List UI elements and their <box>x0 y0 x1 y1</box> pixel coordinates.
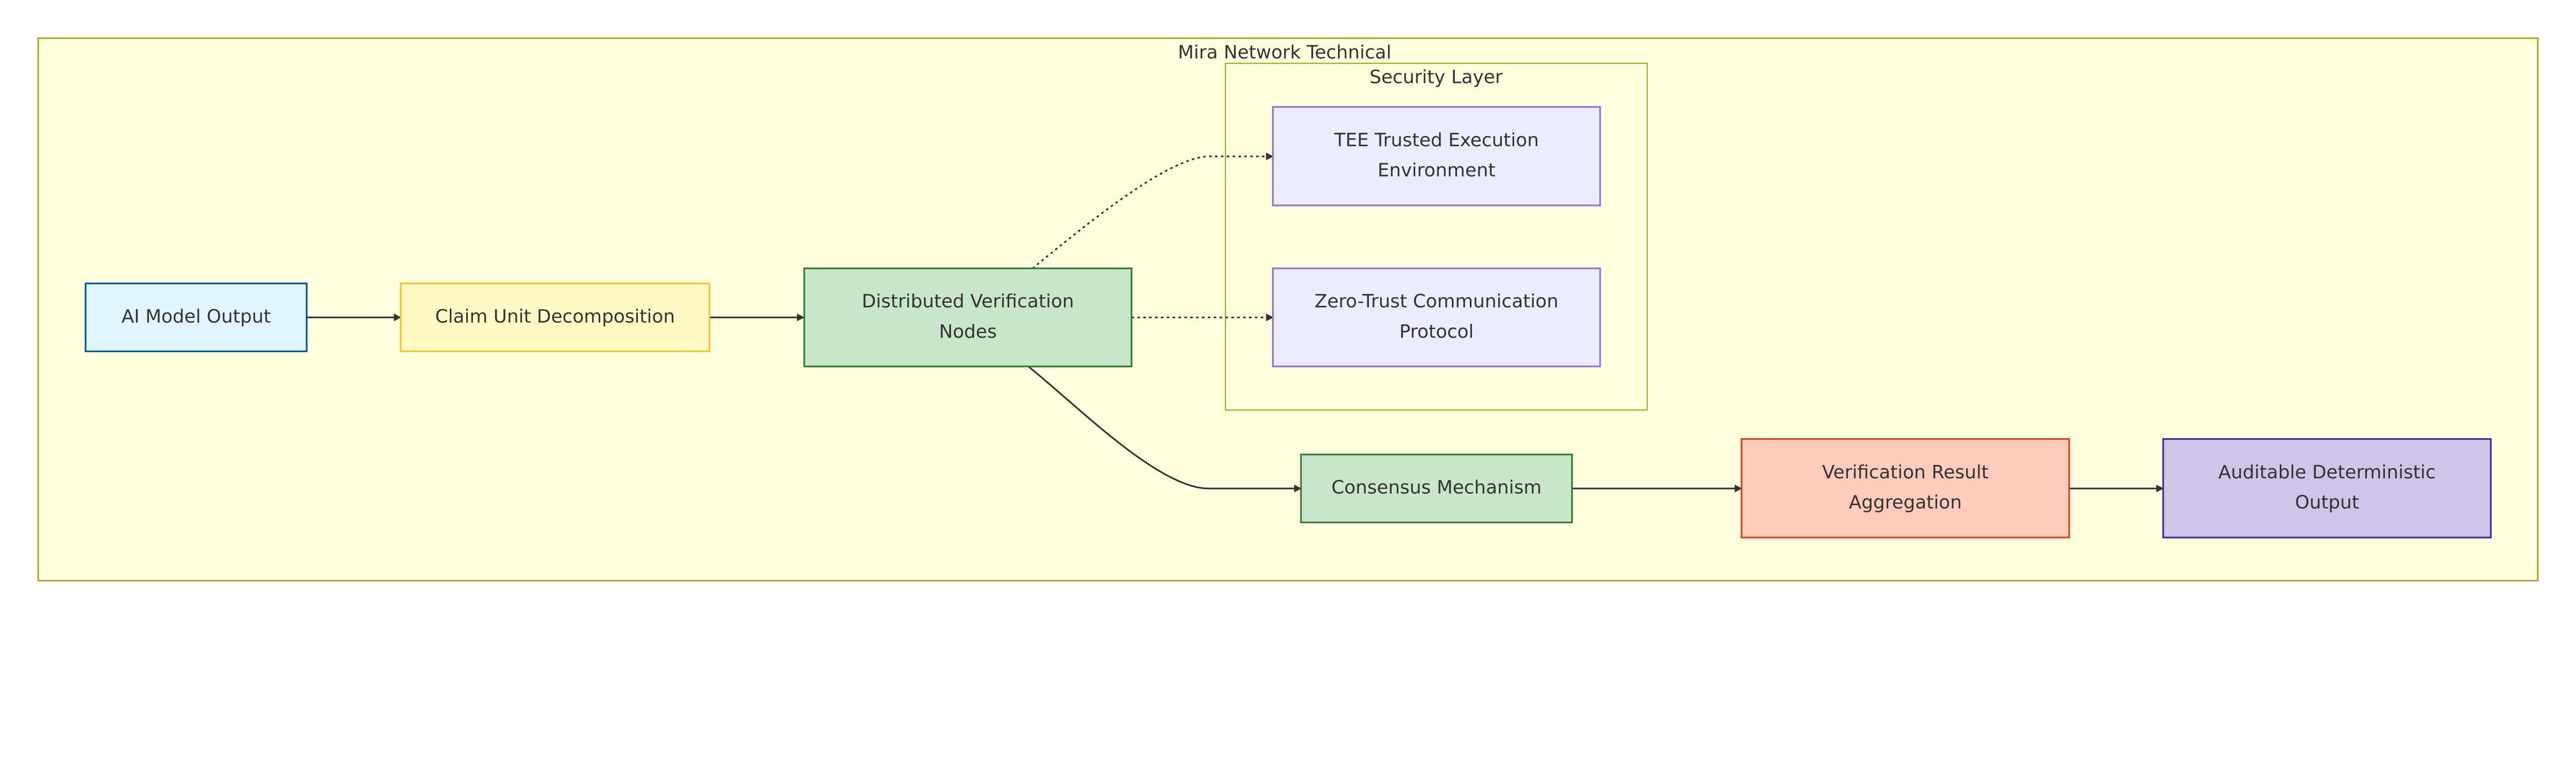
nodes: AI Model Output Claim Unit Decomposition D… <box>84 106 2492 539</box>
node-label: AI Model Output <box>122 306 271 327</box>
diagram-canvas: Mira Network Technical Security Layer AI… <box>37 37 2539 582</box>
node-label: Output <box>2295 492 2359 513</box>
node-label: Auditable Deterministic <box>2218 462 2436 483</box>
node-label: Aggregation <box>1849 492 1962 513</box>
node-label: Protocol <box>1399 321 1473 342</box>
node-box <box>84 282 308 353</box>
node-label: Zero-Trust Communication <box>1315 291 1558 312</box>
node-box <box>400 282 710 353</box>
node-label: TEE Trusted Execution <box>1334 130 1539 151</box>
node-label: Distributed Verification <box>862 291 1074 312</box>
node-label: Verification Result <box>1822 462 1989 483</box>
node-box <box>1740 438 2070 539</box>
node-label: Nodes <box>939 321 997 342</box>
node-claim[interactable]: Claim Unit Decomposition <box>400 282 710 353</box>
cluster-title: Mira Network Technical <box>1178 42 1391 63</box>
node-box <box>803 267 1132 368</box>
cluster-title: Security Layer <box>1369 66 1503 88</box>
node-label: Consensus Mechanism <box>1331 477 1541 498</box>
node-box <box>1272 106 1601 206</box>
node-label: Claim Unit Decomposition <box>435 306 675 327</box>
edges <box>307 152 2164 493</box>
node-box <box>1272 267 1601 368</box>
node-box <box>2162 438 2492 539</box>
node-box <box>1300 454 1573 524</box>
edge-distributed-to-consensus <box>1027 366 1302 493</box>
node-ai-output[interactable]: AI Model Output <box>84 282 308 353</box>
node-label: Environment <box>1378 160 1496 181</box>
node-consensus[interactable]: Consensus Mechanism <box>1300 454 1573 524</box>
